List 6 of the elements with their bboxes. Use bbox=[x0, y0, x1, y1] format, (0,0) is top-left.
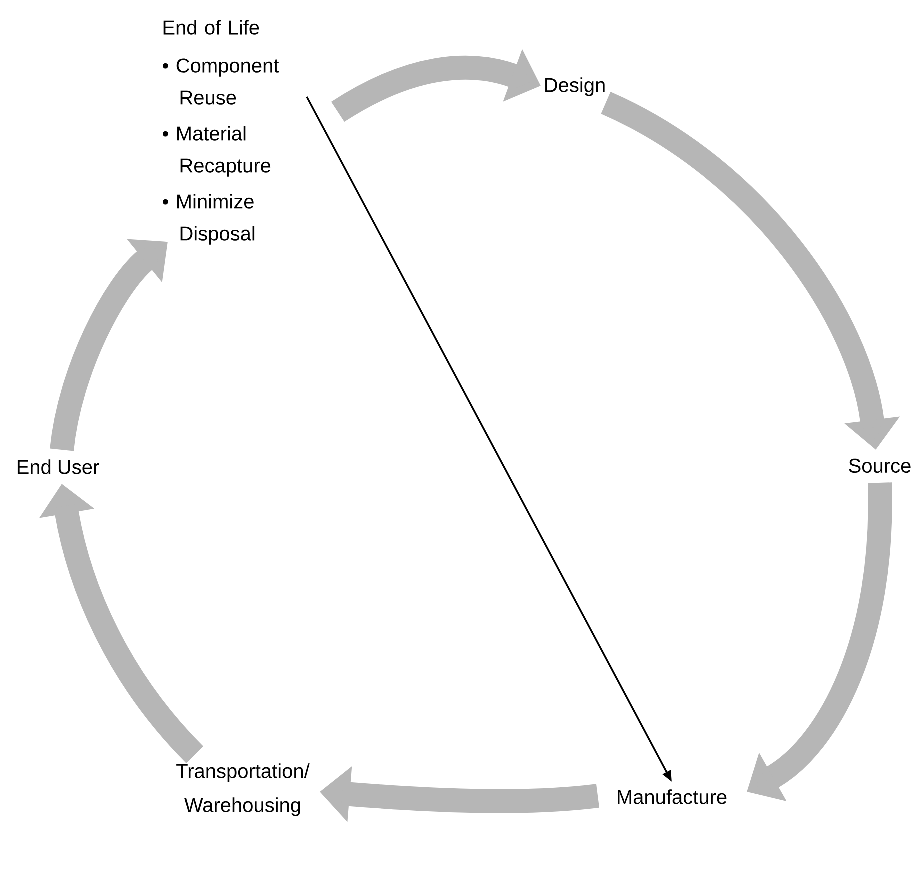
stage-label: Transportation/ Warehousing bbox=[176, 764, 310, 816]
stage-label: Design bbox=[546, 78, 605, 96]
stage-label: End User bbox=[18, 460, 100, 474]
stage-label: Manufacture bbox=[618, 790, 727, 804]
bulleted-list-text: End of Life • Component Reuse • Material Recapture • Minimize Disposal bbox=[163, 20, 280, 245]
stage-label: Source bbox=[849, 458, 911, 474]
